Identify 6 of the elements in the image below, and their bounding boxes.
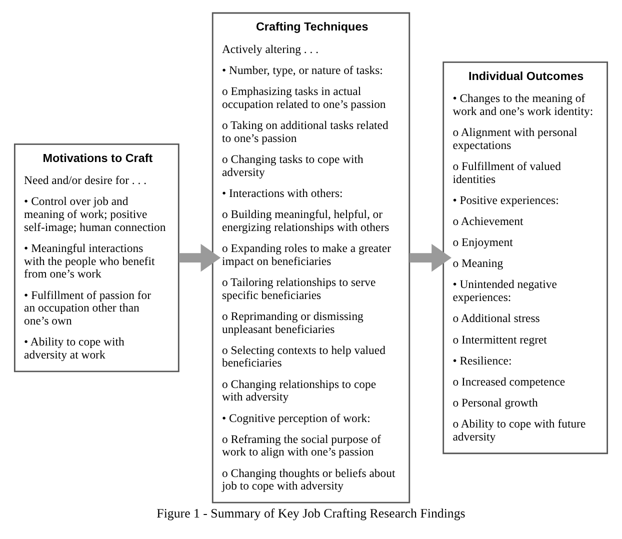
caption: Figure 1 - Summary of Key Job Crafting Research Findings [156,506,466,521]
node-box: Motivations to Craft Need and/or desire for . . . • Control over job and meaning of work; positive self-image; human connection • Meaningful interactions with the people who benefit from one’s work • Fulfillment of passion for an occupation other than one’s own • Ability to cope with adversity at work [14,143,180,372]
node-box: Individual Outcomes • Changes to the meaning of work and one’s work identity: o Alignment with personal expectations o Fulfillment of valued identities • Positive experiences: o Achievement o Enjoyment o Meaning • Unintended negative experiences: o Additional stress o Intermittent regret • Resilience: o Increased competence o Personal growth o Ability to cope with future adversity [442,62,608,454]
arrow [178,244,221,272]
node-box: Crafting Techniques Actively altering . . . • Number, type, or nature of tasks: o Emphasizing tasks in actual occupation related to one’s passion o Taking on additional tasks related to one’s passion o Changing tasks to cope with adversity • Interactions with others: o Building meaningful, helpful, or energizing relationships with others o Expanding roles to make a greater impact on beneficiaries o Tailoring relationships to serve specific beneficiaries o Reprimanding or dismissing unpleasant beneficiaries o Selecting contexts to help valued beneficiaries o Changing relationships to cope with adversity • Cognitive perception of work: o Reframing the social purpose of work to align with one’s passion o Changing thoughts or beliefs about job to cope with adversity [212,12,410,504]
arrow [409,244,452,272]
